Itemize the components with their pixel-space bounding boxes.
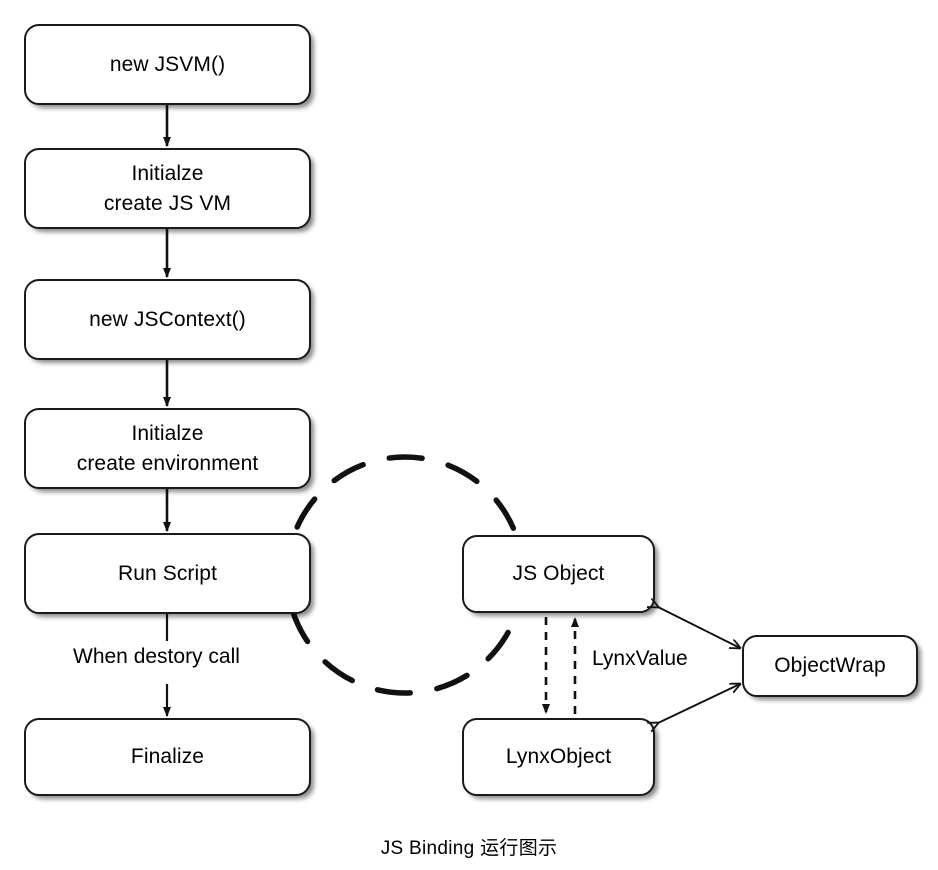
node-lynx-object-label: LynxObject <box>505 745 612 769</box>
node-run-script-label: Run Script <box>117 561 218 585</box>
arrow-lynx-object-objectwrap <box>658 684 740 723</box>
node-finalize: Finalize <box>24 718 311 796</box>
edge-label-lynxvalue: LynxValue <box>588 647 692 671</box>
node-run-script: Run Script <box>24 533 311 614</box>
node-finalize-label: Finalize <box>130 745 205 769</box>
node-object-wrap: ObjectWrap <box>742 635 918 697</box>
node-new-jsvm-label: new JSVM() <box>109 52 226 76</box>
node-initialize-create-environment: Initialze create environment <box>24 408 311 489</box>
node-new-jscontext: new JSContext() <box>24 279 311 360</box>
diagram-caption: JS Binding 运行图示 <box>380 838 558 859</box>
node-initialize-create-environment-label: Initialze create environment <box>76 421 259 475</box>
node-initialize-create-js-vm: Initialze create JS VM <box>24 148 311 229</box>
arrow-js-object-objectwrap <box>658 607 740 648</box>
node-new-jsvm: new JSVM() <box>24 24 311 105</box>
edge-label-when-destroy-call: When destory call <box>67 645 246 669</box>
node-lynx-object: LynxObject <box>462 718 655 796</box>
node-js-object-label: JS Object <box>512 562 605 586</box>
node-js-object: JS Object <box>462 535 655 613</box>
node-new-jscontext-label: new JSContext() <box>89 307 246 331</box>
node-object-wrap-label: ObjectWrap <box>774 654 886 678</box>
node-initialize-create-js-vm-label: Initialze create JS VM <box>103 161 232 215</box>
